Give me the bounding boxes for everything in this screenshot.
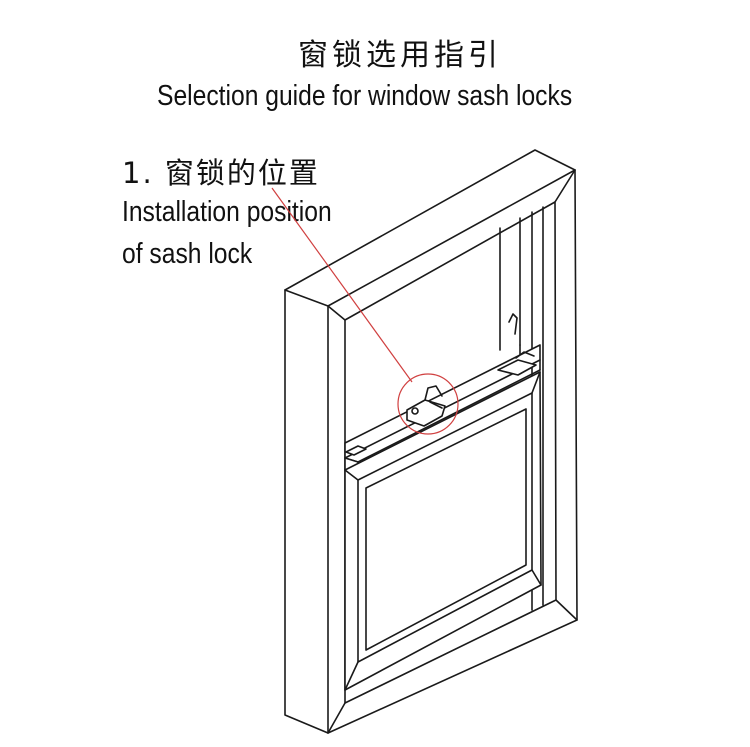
lower-sash: [344, 371, 542, 691]
callout-circle: [397, 373, 459, 435]
title-chinese: 窗锁选用指引: [298, 38, 502, 73]
section-heading-chinese: 1. 窗锁的位置: [122, 156, 320, 190]
section-label-line-2: of sash lock: [122, 238, 253, 270]
callout-leader-line: [271, 187, 413, 383]
title-english: Selection guide for window sash locks: [157, 80, 573, 112]
lift-hardware-left: [345, 445, 367, 456]
callout: [271, 187, 459, 435]
lift-hardware-right: [497, 313, 537, 376]
sash-lock: [406, 385, 446, 427]
